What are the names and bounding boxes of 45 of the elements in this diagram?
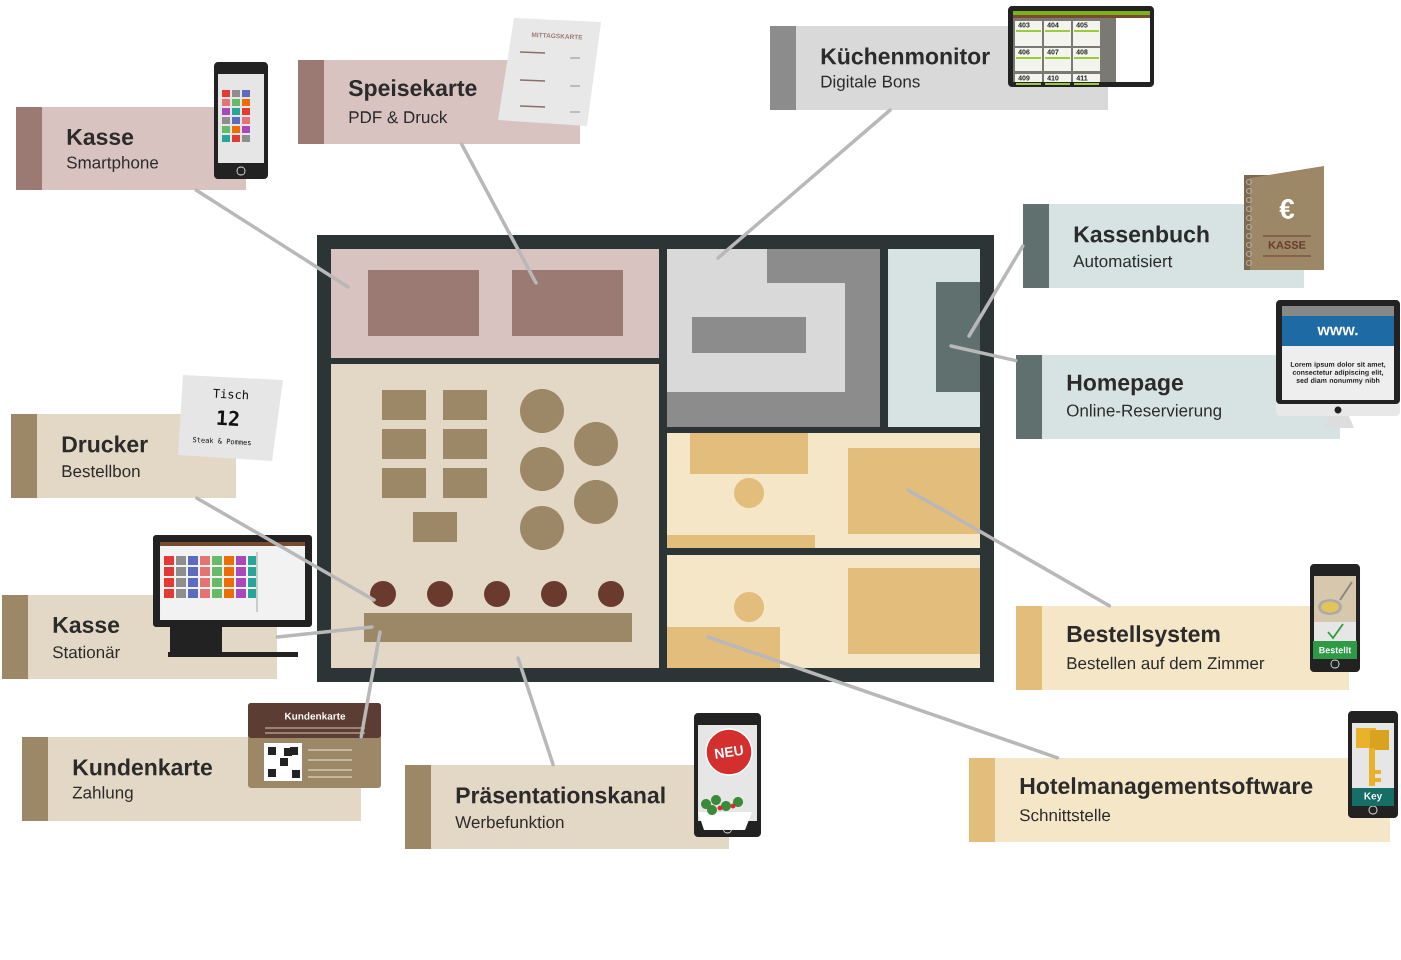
callout-subtitle: Bestellen auf dem Zimmer <box>1067 656 1265 670</box>
callout-title: Speisekarte <box>348 79 477 101</box>
book-title: KASSE <box>1268 241 1306 249</box>
callout-subtitle: Online-Reservierung <box>1067 404 1221 420</box>
leader-line <box>195 496 376 602</box>
leader-line <box>906 488 1112 608</box>
callout-subtitle: Zahlung <box>72 786 133 802</box>
leader-line <box>967 244 1025 338</box>
callout-title: Kassenbuch <box>1074 225 1209 243</box>
callout-title: Kasse <box>53 616 120 633</box>
callout-title: Küchenmonitor <box>821 47 990 65</box>
euro-sign: € <box>1279 199 1295 219</box>
callout-subtitle: Werbefunktion <box>455 815 564 829</box>
status-text: Bestellt <box>1319 646 1352 654</box>
callout-title: Drucker <box>62 435 148 453</box>
leader-line <box>194 188 350 289</box>
table-number: 12 <box>217 410 239 426</box>
callout-subtitle: Automatisiert <box>1073 254 1173 268</box>
new-badge-text: NEU <box>714 745 743 759</box>
leader-line <box>459 142 538 285</box>
callout-subtitle: Stationär <box>53 645 120 659</box>
key-text: Key <box>1364 792 1383 802</box>
web-address: www. <box>1317 326 1358 336</box>
callout-title: Homepage <box>1067 374 1183 396</box>
leader-line <box>706 635 1060 760</box>
callout-title: Präsentationskanal <box>456 786 665 804</box>
callout-subtitle: PDF & Druck <box>349 110 448 124</box>
callout-subtitle: Bestellbon <box>62 464 140 478</box>
callout-title: Kasse <box>67 128 134 145</box>
leader-line <box>716 108 892 260</box>
leader-line <box>359 630 382 739</box>
callout-title: Kundenkarte <box>73 758 212 776</box>
leader-line <box>275 625 374 639</box>
callout-title: Hotelmanagementsoftware <box>1020 777 1313 799</box>
callout-box <box>405 765 729 849</box>
callout-box <box>1016 606 1349 690</box>
leader-line <box>949 344 1018 363</box>
card-title: Kundenkarte <box>285 712 346 720</box>
leader-line <box>516 656 555 767</box>
callout-box <box>969 758 1390 842</box>
callout-title: Bestellsystem <box>1067 625 1220 647</box>
callout-subtitle: Digitale Bons <box>821 75 920 91</box>
receipt-text: Tisch <box>213 388 248 400</box>
callout-subtitle: Smartphone <box>67 156 159 172</box>
callout-subtitle: Schnittstelle <box>1020 808 1111 822</box>
